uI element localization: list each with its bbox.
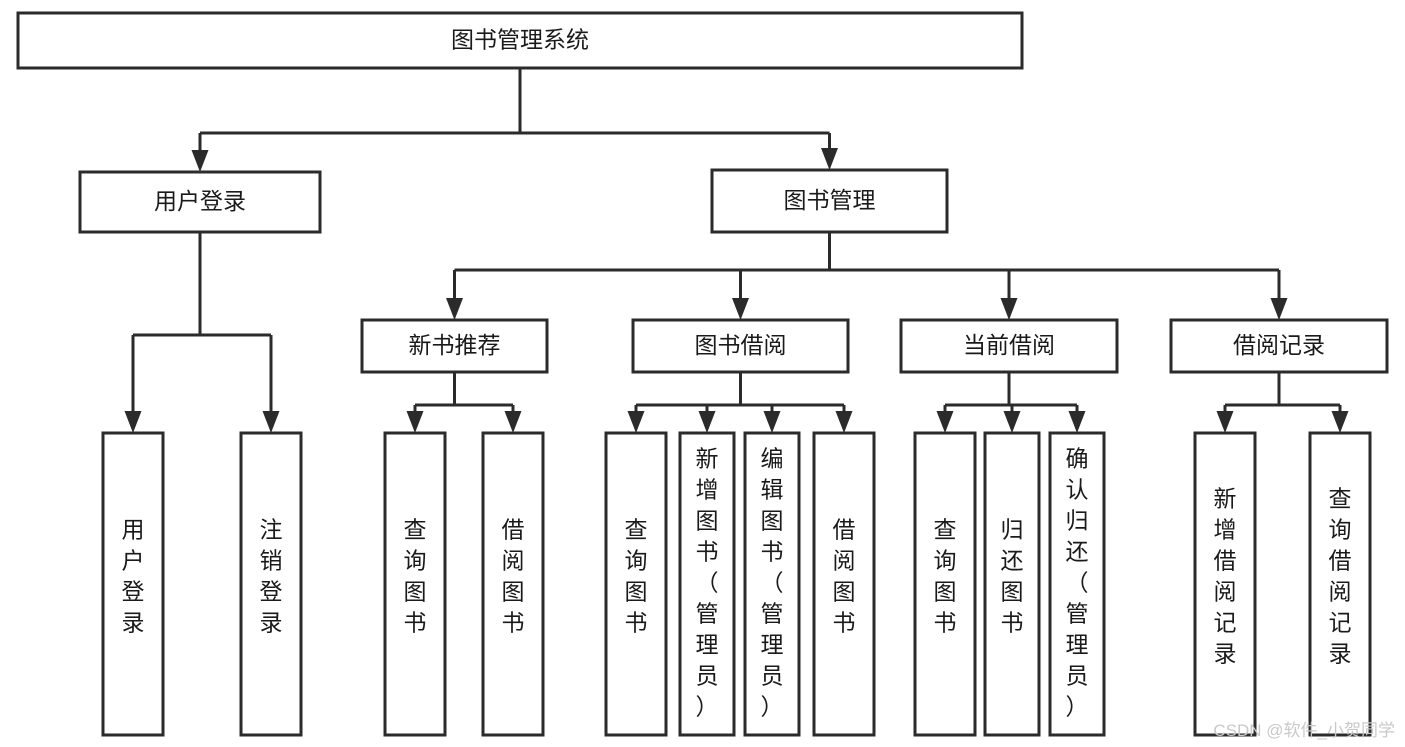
node-book-manage[interactable]: 图书管理	[710, 168, 949, 234]
arrow-head-icon	[124, 411, 142, 433]
node-root[interactable]: 图书管理系统	[16, 11, 1024, 70]
node-box[interactable]	[481, 431, 545, 737]
node-box[interactable]	[631, 318, 850, 374]
connector-group-current-borrow	[936, 372, 1086, 433]
node-label: 查询图书	[404, 517, 427, 636]
node-label: 编辑图书（管理员）	[761, 446, 784, 720]
connector-group-book-borrow	[627, 372, 853, 433]
arrow-head-icon	[821, 148, 838, 170]
node-label: 查询图书	[934, 517, 957, 636]
node-label: 图书管理	[784, 187, 876, 213]
arrow-head-icon	[1331, 411, 1349, 433]
node-box[interactable]	[360, 318, 549, 374]
arrow-head-icon	[1068, 411, 1086, 433]
node-box[interactable]	[743, 431, 801, 737]
arrow-head-icon	[1216, 411, 1234, 433]
connector-group-borrow-record	[1216, 372, 1349, 433]
node-box[interactable]	[101, 431, 165, 737]
node-leaf-query-book-1[interactable]: 查询图书	[383, 431, 447, 737]
connector-group-user-login	[124, 232, 280, 433]
node-label: 归还图书	[1001, 517, 1024, 636]
arrow-head-icon	[627, 411, 645, 433]
arrow-head-icon	[698, 411, 716, 433]
node-user-login[interactable]: 用户登录	[78, 170, 322, 234]
node-label: 查询图书	[625, 517, 648, 636]
arrow-head-icon	[191, 150, 209, 172]
node-label: 用户登录	[154, 188, 246, 214]
node-box[interactable]	[239, 431, 303, 737]
node-label: 当前借阅	[963, 332, 1055, 358]
arrow-head-icon	[406, 411, 424, 433]
connectors-layer	[124, 68, 1349, 433]
arrow-head-icon	[504, 411, 522, 433]
node-label: 借阅记录	[1233, 332, 1325, 358]
arrow-head-icon	[1270, 298, 1288, 320]
node-box[interactable]	[78, 170, 322, 234]
node-label: 借阅图书	[502, 517, 525, 636]
node-box[interactable]	[899, 318, 1119, 374]
node-leaf-user-login[interactable]: 用户登录	[101, 431, 165, 737]
node-book-borrow[interactable]: 图书借阅	[631, 318, 850, 374]
node-label: 图书管理系统	[451, 27, 589, 53]
node-leaf-query-book-2[interactable]: 查询图书	[604, 431, 668, 737]
connector-group-root	[191, 68, 838, 172]
node-borrow-record[interactable]: 借阅记录	[1169, 318, 1389, 374]
node-label: 用户登录	[122, 517, 145, 636]
nodes-layer: 图书管理系统用户登录图书管理新书推荐图书借阅当前借阅借阅记录用户登录注销登录查询…	[16, 11, 1389, 737]
arrow-head-icon	[446, 298, 463, 320]
node-leaf-edit-book-admin[interactable]: 编辑图书（管理员）	[743, 431, 801, 737]
connector-group-new-book-recommend	[406, 372, 522, 433]
node-new-book-recommend[interactable]: 新书推荐	[360, 318, 549, 374]
node-leaf-query-book-3[interactable]: 查询图书	[913, 431, 977, 737]
node-box[interactable]	[383, 431, 447, 737]
node-box[interactable]	[604, 431, 668, 737]
node-box[interactable]	[913, 431, 977, 737]
node-current-borrow[interactable]: 当前借阅	[899, 318, 1119, 374]
node-leaf-user-logout[interactable]: 注销登录	[239, 431, 303, 737]
node-box[interactable]	[1048, 431, 1106, 737]
node-label: 注销登录	[260, 517, 283, 636]
arrow-head-icon	[1003, 411, 1021, 433]
node-box[interactable]	[1308, 431, 1372, 737]
node-box[interactable]	[812, 431, 876, 737]
node-box[interactable]	[710, 168, 949, 234]
node-leaf-borrow-book-2[interactable]: 借阅图书	[812, 431, 876, 737]
connector-group-book-manage	[446, 232, 1288, 320]
arrow-head-icon	[262, 411, 280, 433]
node-leaf-borrow-book-1[interactable]: 借阅图书	[481, 431, 545, 737]
node-box[interactable]	[1193, 431, 1257, 737]
arrow-head-icon	[835, 411, 853, 433]
node-leaf-add-borrow-record[interactable]: 新增借阅记录	[1193, 431, 1257, 737]
arrow-head-icon	[763, 411, 781, 433]
node-box[interactable]	[983, 431, 1041, 737]
node-label: 图书借阅	[695, 332, 787, 358]
node-label: 查询借阅记录	[1329, 486, 1352, 667]
node-label: 确认归还（管理员）	[1066, 446, 1089, 720]
arrow-head-icon	[936, 411, 954, 433]
node-box[interactable]	[1169, 318, 1389, 374]
node-label: 新书推荐	[409, 332, 501, 358]
node-box[interactable]	[16, 11, 1024, 70]
node-leaf-return-book[interactable]: 归还图书	[983, 431, 1041, 737]
arrow-head-icon	[1000, 298, 1018, 320]
node-box[interactable]	[678, 431, 736, 737]
node-label: 新增图书（管理员）	[696, 446, 719, 720]
node-label: 借阅图书	[833, 517, 856, 636]
node-leaf-query-borrow-record[interactable]: 查询借阅记录	[1308, 431, 1372, 737]
node-leaf-add-book-admin[interactable]: 新增图书（管理员）	[678, 431, 736, 737]
node-label: 新增借阅记录	[1214, 486, 1237, 667]
arrow-head-icon	[732, 298, 749, 320]
node-leaf-confirm-return-admin[interactable]: 确认归还（管理员）	[1048, 431, 1106, 737]
